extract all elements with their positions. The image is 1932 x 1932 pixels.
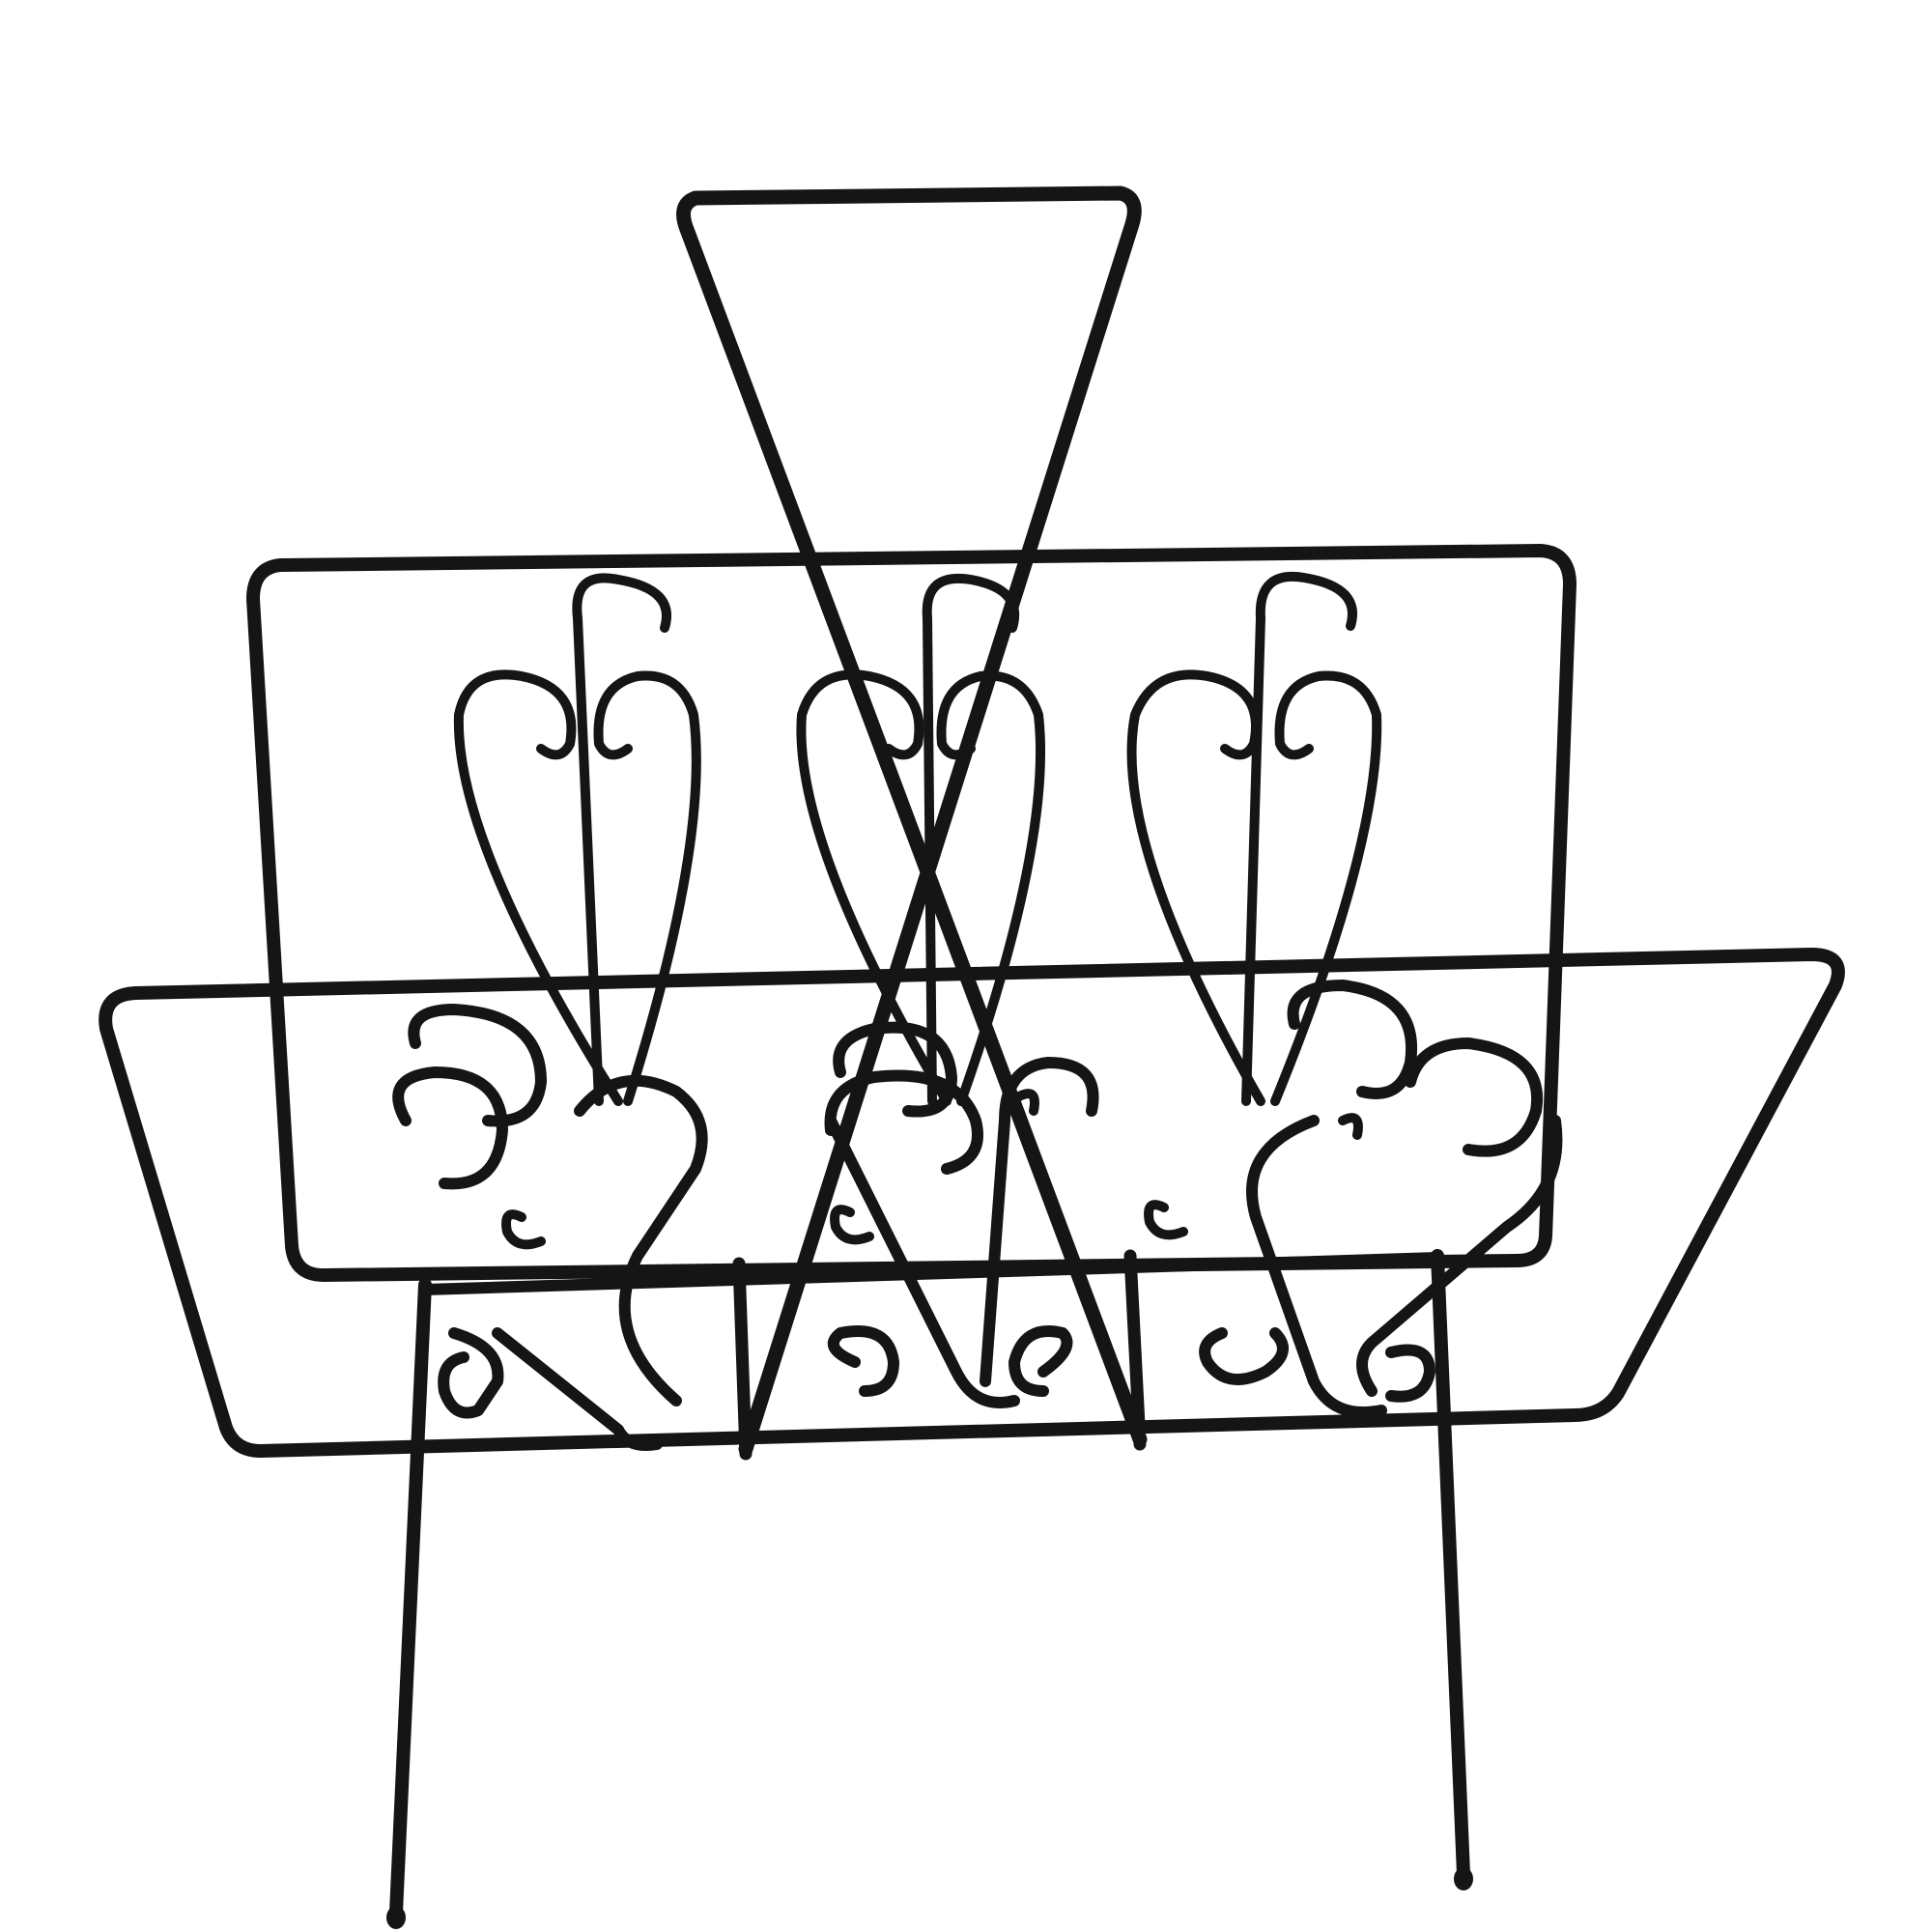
triangle-handle <box>676 185 1148 1457</box>
left-support-rod <box>732 1257 753 1461</box>
right-leg-foot <box>1454 1867 1473 1890</box>
left-leg-foot <box>386 1906 406 1929</box>
back-scroll-ornament-left <box>453 573 701 1106</box>
small-curl-accents <box>501 1089 1363 1250</box>
front-scroll-ornament-right <box>1199 980 1563 1418</box>
back-scroll-ornament-right <box>1126 571 1382 1106</box>
back-panel-frame <box>246 544 1577 1282</box>
back-scroll-ornament-center <box>796 573 1046 1106</box>
front-scroll-ornament-left <box>392 1004 708 1451</box>
right-leg <box>1431 1249 1470 1881</box>
right-support-rod <box>1123 1249 1147 1451</box>
left-leg <box>389 1278 432 1919</box>
front-panel-frame <box>99 948 1845 1458</box>
front-scroll-ornament-center <box>824 1021 1099 1408</box>
